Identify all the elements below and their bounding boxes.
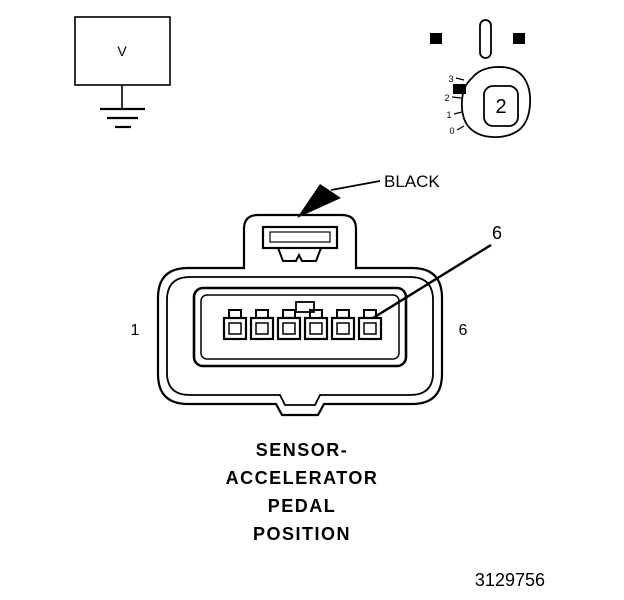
pin-tab [282,309,296,319]
arrowhead-icon [297,184,341,218]
caption: SENSOR- ACCELERATOR PEDAL POSITION [226,440,379,544]
connector-color-label: BLACK [384,172,440,191]
tick-line-1 [453,111,463,115]
pin-tab [255,309,269,319]
tick-label-0: 0 [449,126,454,136]
pin-body [249,316,275,341]
pin-contact [309,322,323,335]
terminal-pin-5 [330,309,356,341]
tick-label-2: 2 [444,93,449,103]
square-marker-icon-left [430,33,442,44]
pin-contact [336,322,350,335]
main-connector [156,213,444,417]
latch-bracket [277,247,322,262]
figure-number: 3129756 [475,570,545,590]
pin-body [330,316,356,341]
voltmeter-label: V [117,43,127,59]
pin-contact [363,322,377,335]
pin-body [276,316,302,341]
tick-line-0 [456,125,465,131]
pin-right-number: 6 [459,322,468,339]
pin-left-number: 1 [131,322,140,339]
pin6-callout: 6 [372,223,502,320]
mini-cavity-label: 2 [495,96,506,118]
color-leader-line [330,180,381,191]
mini-connector-view: 2 3 2 1 0 [444,66,532,139]
caption-line-1: SENSOR- [256,440,349,460]
tick-label-1: 1 [446,110,451,120]
color-callout: BLACK [297,172,440,218]
cavity-marker-icon [453,84,466,94]
caption-line-4: POSITION [253,524,351,544]
ground-icon [100,107,145,129]
mini-connector-outline [460,66,532,139]
latch-button-inner [269,231,331,243]
connector-outer-outline [156,213,444,417]
pin-callout-line [372,243,492,320]
terminal-pin-1 [222,309,248,341]
pin-body [303,316,329,341]
pin-contact [282,322,296,335]
terminal-pin-6 [357,309,383,341]
pin-callout-label: 6 [492,223,502,243]
connector-inner-outline [166,276,434,406]
mini-connector-cavity [483,85,519,127]
voltmeter-symbol: V [74,16,171,129]
square-marker-icon-right [513,33,525,44]
latch-button [261,225,339,250]
legend-icons [430,19,525,59]
caption-line-3: PEDAL [268,496,337,516]
pin-body [357,316,383,341]
polarizing-key [295,301,315,313]
tick-line-3 [455,77,465,81]
cavity-outer-frame [192,286,408,368]
tick-line-2 [451,96,462,99]
pin-tab [228,309,242,319]
terminal-pin-3 [276,309,302,341]
terminal-pin-2 [249,309,275,341]
cavity-inner-frame [200,294,400,360]
pin-contact [255,322,269,335]
pin-body [222,316,248,341]
capsule-icon [479,19,492,59]
pin-contact [228,322,242,335]
pin-tab [336,309,350,319]
tick-label-3: 3 [448,74,453,84]
terminal-pin-4 [303,309,329,341]
caption-line-2: ACCELERATOR [226,468,379,488]
